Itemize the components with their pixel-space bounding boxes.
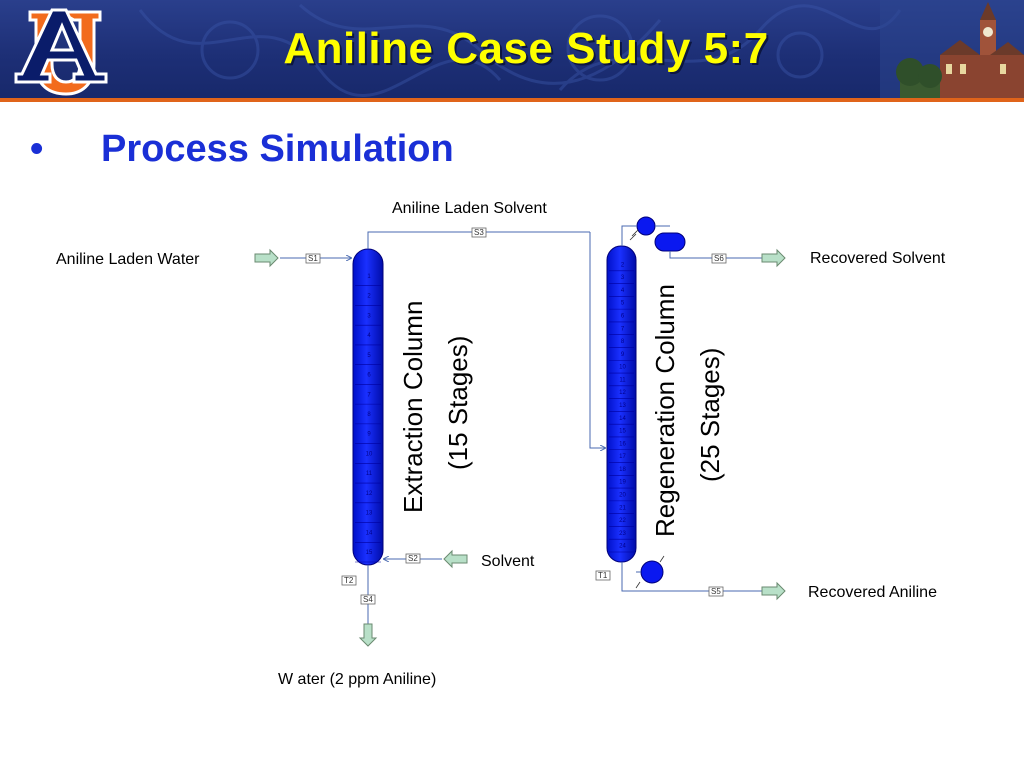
stream-tag-s5-text: S5 <box>711 587 721 596</box>
label-water-out: W ater (2 ppm Aniline) <box>278 671 436 688</box>
stage-number: 21 <box>619 505 626 511</box>
stream-tag-s4-text: S4 <box>363 595 373 604</box>
stage-number: 11 <box>619 377 626 383</box>
stream-tag-s3-text: S3 <box>474 228 484 237</box>
stage-number: 24 <box>619 544 626 550</box>
label-aniline-laden-water: Aniline Laden Water <box>56 251 200 268</box>
label-solvent: Solvent <box>481 553 535 570</box>
stage-number: 16 <box>619 441 626 447</box>
reboiler[interactable] <box>641 561 663 583</box>
extraction-column-label: Extraction Column <box>398 301 428 513</box>
reboiler-arrow-out <box>660 556 664 562</box>
label-recovered-solvent: Recovered Solvent <box>810 250 946 267</box>
extraction-column-stages-label: (15 Stages) <box>443 336 473 470</box>
svg-text:(15 Stages): (15 Stages) <box>443 336 473 470</box>
svg-text:Regeneration Column: Regeneration Column <box>650 284 680 537</box>
stage-number: 15 <box>619 429 626 435</box>
stage-number: 12 <box>619 390 626 396</box>
product-arrow-solvent <box>762 250 785 266</box>
stage-number: 19 <box>619 480 626 486</box>
stage-number: 17 <box>619 454 626 460</box>
condenser[interactable] <box>637 217 655 235</box>
reboiler-arrow-in <box>636 582 640 588</box>
stream-tag-s1-text: S1 <box>308 254 318 263</box>
feed-arrow-solvent <box>444 551 467 567</box>
stream-s3-line-side <box>590 232 606 448</box>
stage-number: 11 <box>366 471 373 477</box>
stage-number: 20 <box>619 492 626 498</box>
stage-number: 14 <box>366 530 373 536</box>
reflux-drum[interactable] <box>655 233 685 251</box>
label-recovered-aniline: Recovered Aniline <box>808 584 937 601</box>
product-arrow-water <box>360 624 376 646</box>
regeneration-column-stages-label: (25 Stages) <box>695 348 725 482</box>
stream-tag-s2-text: S2 <box>408 554 418 563</box>
stage-number: 22 <box>619 518 626 524</box>
stage-number: 13 <box>619 403 626 409</box>
label-aniline-laden-solvent: Aniline Laden Solvent <box>392 200 547 217</box>
tag-t2-text: T2 <box>344 576 354 585</box>
stage-number: 14 <box>619 416 626 422</box>
svg-text:Extraction Column: Extraction Column <box>398 301 428 513</box>
stage-number: 13 <box>366 511 373 517</box>
stage-number: 18 <box>619 467 626 473</box>
tag-t1-text: T1 <box>598 571 608 580</box>
stage-number: 10 <box>366 451 373 457</box>
stage-number: 10 <box>619 365 626 371</box>
stage-number: 12 <box>366 491 373 497</box>
stage-number: 15 <box>366 550 373 556</box>
feed-arrow-water <box>255 250 278 266</box>
regeneration-column-label: Regeneration Column <box>650 284 680 537</box>
product-arrow-aniline <box>762 583 785 599</box>
overhead-vapor-line <box>622 226 637 246</box>
svg-text:(25 Stages): (25 Stages) <box>695 348 725 482</box>
stream-tag-s6-text: S6 <box>714 254 724 263</box>
stage-number: 23 <box>619 531 626 537</box>
